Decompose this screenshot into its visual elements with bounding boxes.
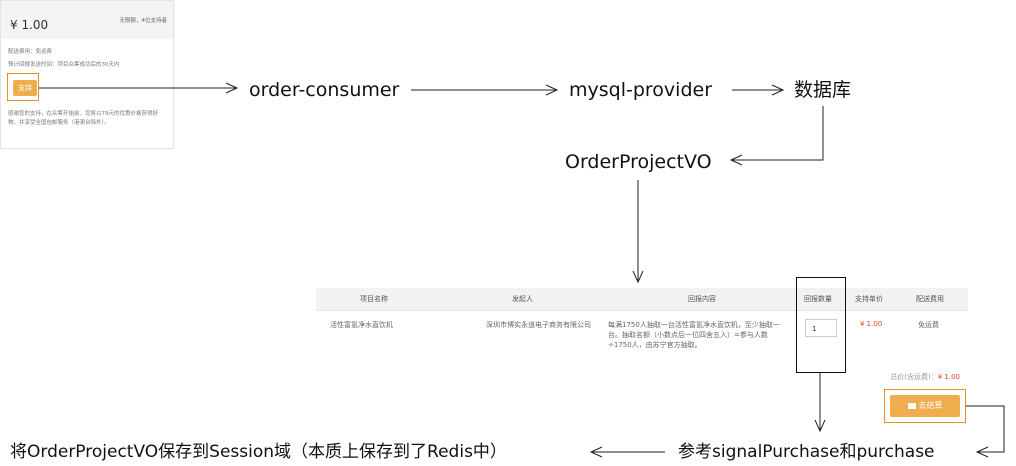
checkout-label: 去结算 — [918, 401, 943, 410]
header-shipping: 配送费用 — [916, 295, 944, 303]
order-table: 项目名称 发起人 回报内容 回报数量 支持单价 配送费用 活性富氢净水直饮机 深… — [316, 288, 968, 420]
mysql-provider-label: mysql-provider — [569, 79, 713, 101]
arrow-reference-to-session — [589, 446, 665, 458]
card-description: 感谢您的支持，在众筹开始前，您将以79元的优惠价格获得好物，并享受全国包邮服务（… — [8, 111, 159, 126]
header-reward: 回报内容 — [688, 295, 716, 303]
database-label: 数据库 — [794, 79, 852, 101]
price-bar — [1, 1, 173, 39]
support-button[interactable]: 支持 — [13, 80, 37, 96]
cell-sponsor: 深圳市博实永道电子商务有限公司 — [486, 321, 591, 329]
order-total: 总价(含运费)：¥ 1.00 — [890, 372, 960, 382]
cell-unit-price: ¥ 1.00 — [860, 320, 883, 328]
order-consumer-label: order-consumer — [249, 79, 400, 101]
quantity-input[interactable]: 1 — [805, 319, 837, 337]
support-card: ¥ 1.00 无限额，4位支持者 配送费用：免运费 预计回报发送时间：项目众筹成… — [0, 0, 174, 149]
arrow-vo-to-table — [632, 180, 644, 284]
save-session-label: 将OrderProjectVO保存到Session域（本质上保存到了Redis中… — [10, 442, 507, 462]
checkout-highlight — [884, 389, 966, 423]
header-unit-price: 支持单价 — [855, 295, 883, 303]
table-header: 项目名称 发起人 回报内容 回报数量 支持单价 配送费用 — [316, 288, 968, 311]
arrow-checkout-to-reference — [966, 405, 1005, 458]
order-project-vo-label: OrderProjectVO — [565, 151, 712, 173]
arrow-database-to-vo — [729, 106, 824, 166]
quantity-highlight — [796, 277, 846, 373]
arrow-consumer-to-provider — [411, 84, 559, 96]
card-icon — [907, 402, 916, 409]
total-label: 总价(含运费)： — [890, 373, 938, 381]
card-shipping: 配送费用：免运费 — [8, 49, 53, 55]
card-limit: 无限额，4位支持者 — [119, 18, 168, 24]
reference-label: 参考signalPurchase和purchase — [678, 442, 935, 462]
total-value: ¥ 1.00 — [937, 373, 960, 381]
header-quantity: 回报数量 — [804, 295, 832, 303]
support-button-highlight — [7, 73, 39, 101]
arrow-quantity-to-reference — [814, 373, 826, 433]
card-price: ¥ 1.00 — [10, 18, 49, 32]
header-project: 项目名称 — [360, 295, 388, 303]
arrow-provider-to-database — [732, 84, 785, 96]
checkout-button[interactable]: 去结算 — [890, 395, 960, 417]
cell-shipping: 免运费 — [918, 321, 939, 329]
header-sponsor: 发起人 — [512, 295, 533, 303]
cell-reward: 每满1750人抽取一台活性富氢净水直饮机，至少抽取一台。抽取名额（小数点后一位四… — [608, 321, 780, 349]
card-delivery-time: 预计回报发送时间：项目众筹成功后的30天内 — [8, 62, 120, 68]
arrow-support-to-consumer — [39, 82, 239, 94]
cell-project: 活性富氢净水直饮机 — [330, 321, 393, 329]
